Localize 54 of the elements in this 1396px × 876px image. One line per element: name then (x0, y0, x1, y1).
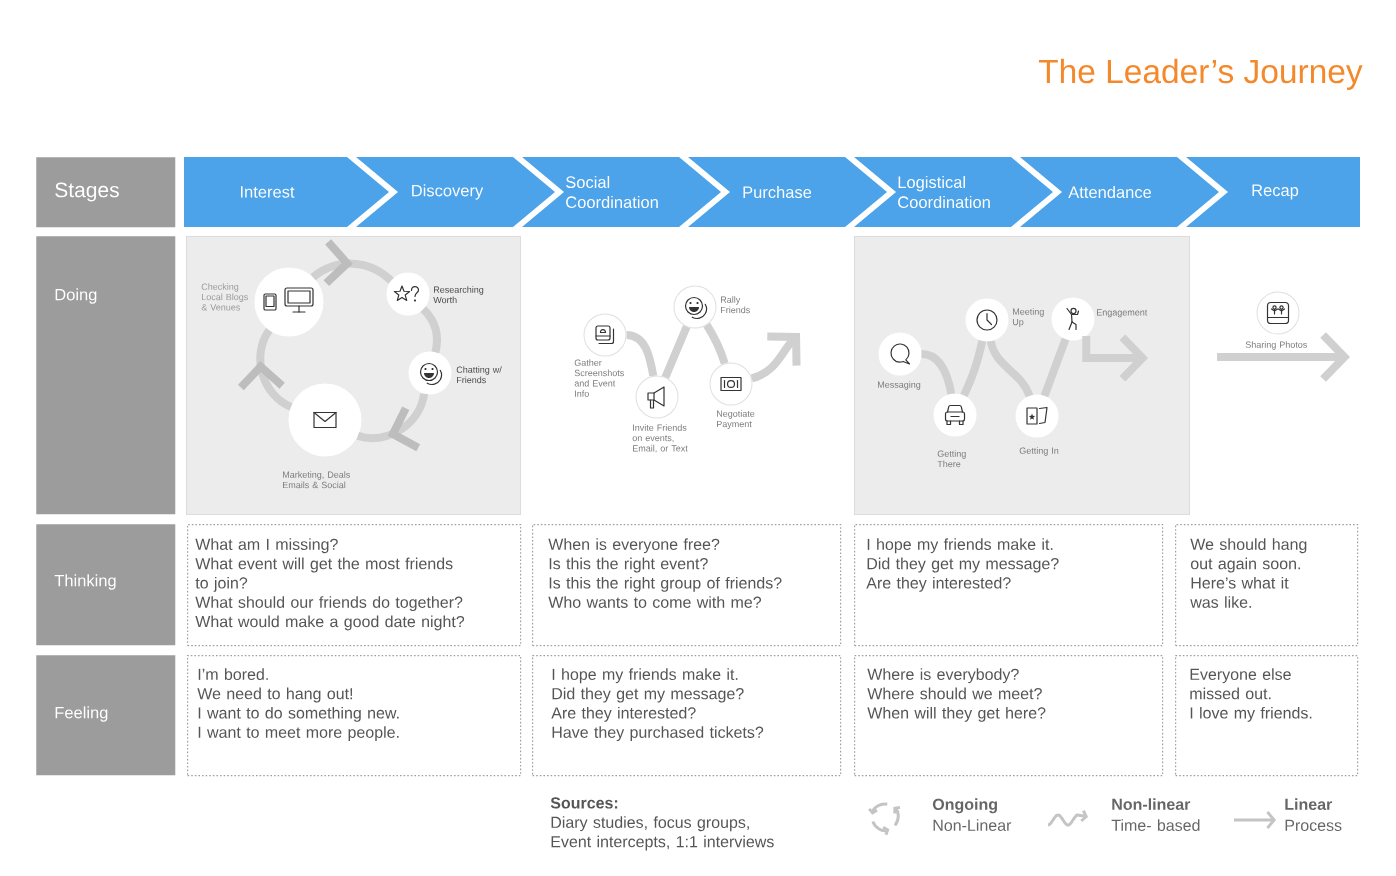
note-box: I hope my friends make it. Did they get my message? Are they interested? Have they purchased tickets? (532, 655, 842, 777)
icon-caption: Checking Local Blogs & Venues (201, 283, 248, 311)
icon-caption: Getting There (937, 450, 966, 468)
flow-line (986, 340, 1034, 398)
row-header: Thinking (36, 524, 176, 646)
icon-caption: Engagement (1097, 309, 1148, 318)
node-label: Social Coordination (566, 175, 658, 209)
note-box: Where is everybody? Where should we meet? When will they get here? (854, 655, 1164, 777)
legend-text: Ongoing Non-Linear (932, 798, 1012, 831)
flow-line (420, 306, 442, 354)
stage-banner: Recap (1186, 157, 1360, 227)
flow-line (661, 325, 691, 379)
icon-caption: Invite Friends on events, Email, or Text (632, 424, 688, 453)
flow-line (921, 350, 956, 395)
row-header: Doing (36, 236, 176, 515)
note-box: Everyone else missed out. I love my friends. (1175, 655, 1359, 777)
legend-text: Linear Process (1285, 798, 1342, 831)
row-header: Stages (36, 157, 176, 228)
note-text: Sources: (550, 797, 618, 809)
icon-caption: Getting In (1019, 447, 1059, 456)
icon-caption: Marketing, Deals Emails & Social (283, 471, 350, 489)
note-box: I’m bored. We need to hang out! I want to do something new. I want to meet more people. (187, 655, 522, 777)
node-label: Purchase (743, 185, 812, 199)
note-box: What am I missing? What event will get the most friends to join? What should our friends do together? What would make a good date night? (187, 524, 522, 647)
flow-line (626, 331, 658, 377)
icon-caption: Sharing Photos (1245, 341, 1307, 350)
legend-text: Non-linear Time- based (1111, 798, 1200, 831)
node-label: Attendance (1068, 185, 1152, 199)
flow-line (1040, 337, 1070, 398)
note-box: I hope my friends make it. Did they get my message? Are they interested? (854, 524, 1164, 647)
stage-banner: Social Coordination (522, 157, 721, 227)
stage-banner: Interest (184, 157, 389, 227)
stage-banner: Attendance (1020, 157, 1219, 227)
icon-caption: Chatting w/ Friends (456, 366, 502, 384)
note-text: Diary studies, focus groups, Event intercepts, 1:1 interviews (551, 816, 774, 851)
node-label: Logistical Coordination (898, 175, 990, 209)
icon-caption: Negotiate Payment (717, 410, 755, 429)
row-header: Feeling (36, 655, 176, 776)
title: The Leader’s Journey (1038, 58, 1363, 90)
note-box: We should hang out again soon. Here’s what it was like. (1175, 524, 1359, 647)
icon-caption: Gather Screenshots and Event Info (574, 359, 624, 397)
note-box: When is everyone free? Is this the right event? Is this the right group of friends? Who wants to come with me? (532, 524, 842, 647)
icon-caption: Meeting Up (1012, 308, 1044, 327)
stage-banner: Discovery (356, 157, 555, 227)
stage-banner: Logistical Coordination (854, 157, 1053, 227)
flow-line (960, 340, 987, 398)
stage-banner: Purchase (688, 157, 887, 227)
icon-caption: Messaging (878, 381, 921, 390)
flow-line (703, 322, 729, 365)
node-label: Discovery (412, 184, 484, 200)
icon-caption: Researching Worth (433, 286, 484, 304)
icon-caption: Rally Friends (721, 296, 750, 314)
node-label: Recap (1252, 184, 1299, 200)
node-label: Interest (241, 186, 295, 198)
